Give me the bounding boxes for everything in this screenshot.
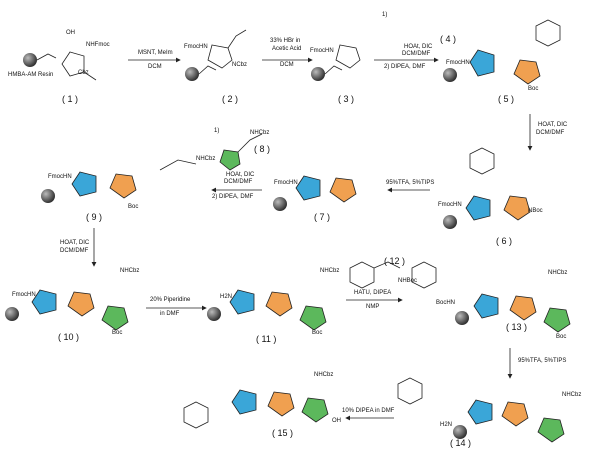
resin-bead-icon [273, 197, 287, 211]
atom-label-cbz: Cbz [78, 70, 89, 76]
atom-label-fmochn-5: FmocHN [446, 60, 470, 66]
reagent-step6-a: HOAt, DIC [226, 172, 255, 178]
compound-15-structure [183, 389, 329, 429]
compound-2-structure [185, 29, 247, 81]
reagent-step9-b: NMP [366, 304, 380, 310]
compound-6-structure [443, 147, 531, 229]
compound-6-label: ( 6 ) [496, 236, 513, 246]
resin-bead-icon [23, 53, 37, 67]
reagent-step9-a: HATU, DIPEA [354, 290, 392, 296]
reagent-step2-top: 33% HBr in [270, 38, 301, 44]
atom-label-boc-10: Boc [112, 330, 123, 336]
compound-11-structure [207, 289, 327, 331]
compound-12-label: ( 12 ) [384, 256, 406, 266]
compound-7-structure [273, 175, 357, 211]
reagent-step6-c: 2) DIPEA, DMF [212, 194, 254, 200]
compound-13-structure [411, 261, 571, 333]
compound-8-label: ( 8 ) [254, 144, 271, 154]
resin-bead-icon [455, 311, 469, 325]
atom-label-nhcbz-15: NHCbz [314, 372, 334, 378]
resin-bead-icon [443, 68, 457, 82]
atom-label-h2n-11: H2N [220, 294, 233, 300]
reagent-step6-b: DCM/DMF [224, 179, 253, 185]
resin-bead-icon [453, 425, 467, 439]
atom-label-nhcbz-11: NHCbz [320, 268, 340, 274]
reagent-step2-bottom: DCM [280, 62, 294, 68]
compound-14-label: ( 14 ) [450, 438, 472, 448]
atom-label-nhcbz-13: NHCbz [548, 270, 568, 276]
atom-label-nhcbz-9: NHCbz [196, 156, 216, 162]
compound-9-structure [41, 159, 197, 203]
resin-bead-icon [311, 67, 325, 81]
compound-10-label: ( 10 ) [58, 332, 80, 342]
compound-1-label: ( 1 ) [62, 94, 79, 104]
resin-bead-icon [443, 215, 457, 229]
compound-5-structure [443, 19, 561, 85]
compound-7-label: ( 7 ) [314, 212, 331, 222]
atom-label-fmochn-9: FmocHN [48, 174, 72, 180]
resin-bead-icon [41, 189, 55, 203]
atom-label-nhboc-12: NHBoc [398, 278, 418, 284]
reagent-step3-a: HOAt, DIC [404, 44, 433, 50]
atom-label-fmochn-2: FmocHN [184, 44, 208, 50]
compound-13-label: ( 13 ) [506, 322, 528, 332]
compound-3-structure [311, 44, 361, 81]
reagent-step1-bottom: DCM [148, 64, 162, 70]
compound-12-structure [349, 261, 401, 289]
reagent-step1-top: MSNT, MeIm [138, 50, 173, 56]
compound-4-label: ( 4 ) [440, 34, 457, 44]
reagent-step10: 95%TFA, 5%TIPS [518, 358, 567, 364]
atom-label-nhcbz-8: NHCbz [250, 130, 270, 136]
compound-2-label: ( 2 ) [222, 94, 239, 104]
atom-label-nhcbz-14: NHCbz [562, 392, 582, 398]
atom-label-boc-5: Boc [528, 86, 539, 92]
atom-label-ncbz: NCbz [232, 62, 248, 68]
atom-label-nboc-6: NBoc [528, 208, 543, 214]
atom-label-nhcbz-10: NHCbz [120, 268, 140, 274]
reagent-step11: 10% DIPEA in DMF [342, 408, 395, 414]
reagent-step3-prefix: 1) [382, 12, 388, 18]
compound-14-structure [397, 377, 565, 443]
atom-label-h2n-14: H2N [440, 422, 453, 428]
compound-11-label: ( 11 ) [256, 334, 277, 344]
resin-bead-icon [5, 307, 19, 321]
atom-label-fmochn-10: FmocHN [12, 292, 36, 298]
resin-label: HMBA-AM Resin [8, 72, 54, 78]
compound-5-label: ( 5 ) [498, 94, 515, 104]
compound-10-structure [5, 289, 129, 331]
atom-label-oh: OH [66, 30, 75, 36]
reagent-step3-b: DCM/DMF [402, 51, 431, 57]
compound-15-label: ( 15 ) [272, 428, 294, 438]
reagent-step6-prefix: 1) [214, 128, 220, 134]
atom-label-boc-13: Boc [556, 334, 567, 340]
atom-label-boc-9: Boc [128, 204, 139, 210]
atom-label-fmochn-6: FmocHN [438, 202, 462, 208]
reagent-step7-b: DCM/DMF [60, 248, 89, 254]
atom-label-nhfmoc: NHFmoc [86, 42, 110, 48]
reagent-step5: 95%TFA, 5%TIPS [386, 180, 435, 186]
resin-bead-icon [185, 67, 199, 81]
compound-8-structure [219, 133, 263, 171]
atom-label-boc-11: Boc [312, 330, 323, 336]
reagent-step8-a: 20% Piperidine [150, 297, 191, 303]
reagent-step4-a: HOAT, DIC [538, 122, 568, 128]
atom-label-oh-15: OH [332, 418, 341, 424]
reagent-step7-a: HOAT, DIC [60, 240, 90, 246]
compound-3-label: ( 3 ) [338, 94, 355, 104]
reagent-step4-b: DCM/DMF [536, 130, 565, 136]
compound-1-structure [23, 51, 97, 81]
reagent-step2-mid: Acetic Acid [272, 46, 302, 52]
resin-bead-icon [207, 307, 221, 321]
atom-label-bochn-13: BocHN [436, 300, 456, 306]
reagent-step8-b: in DMF [160, 311, 180, 317]
compound-9-label: ( 9 ) [86, 212, 103, 222]
atom-label-fmochn-3: FmocHN [310, 48, 334, 54]
atom-label-fmochn-7: FmocHN [274, 180, 298, 186]
reagent-step3-c: 2) DIPEA, DMF [384, 64, 426, 70]
